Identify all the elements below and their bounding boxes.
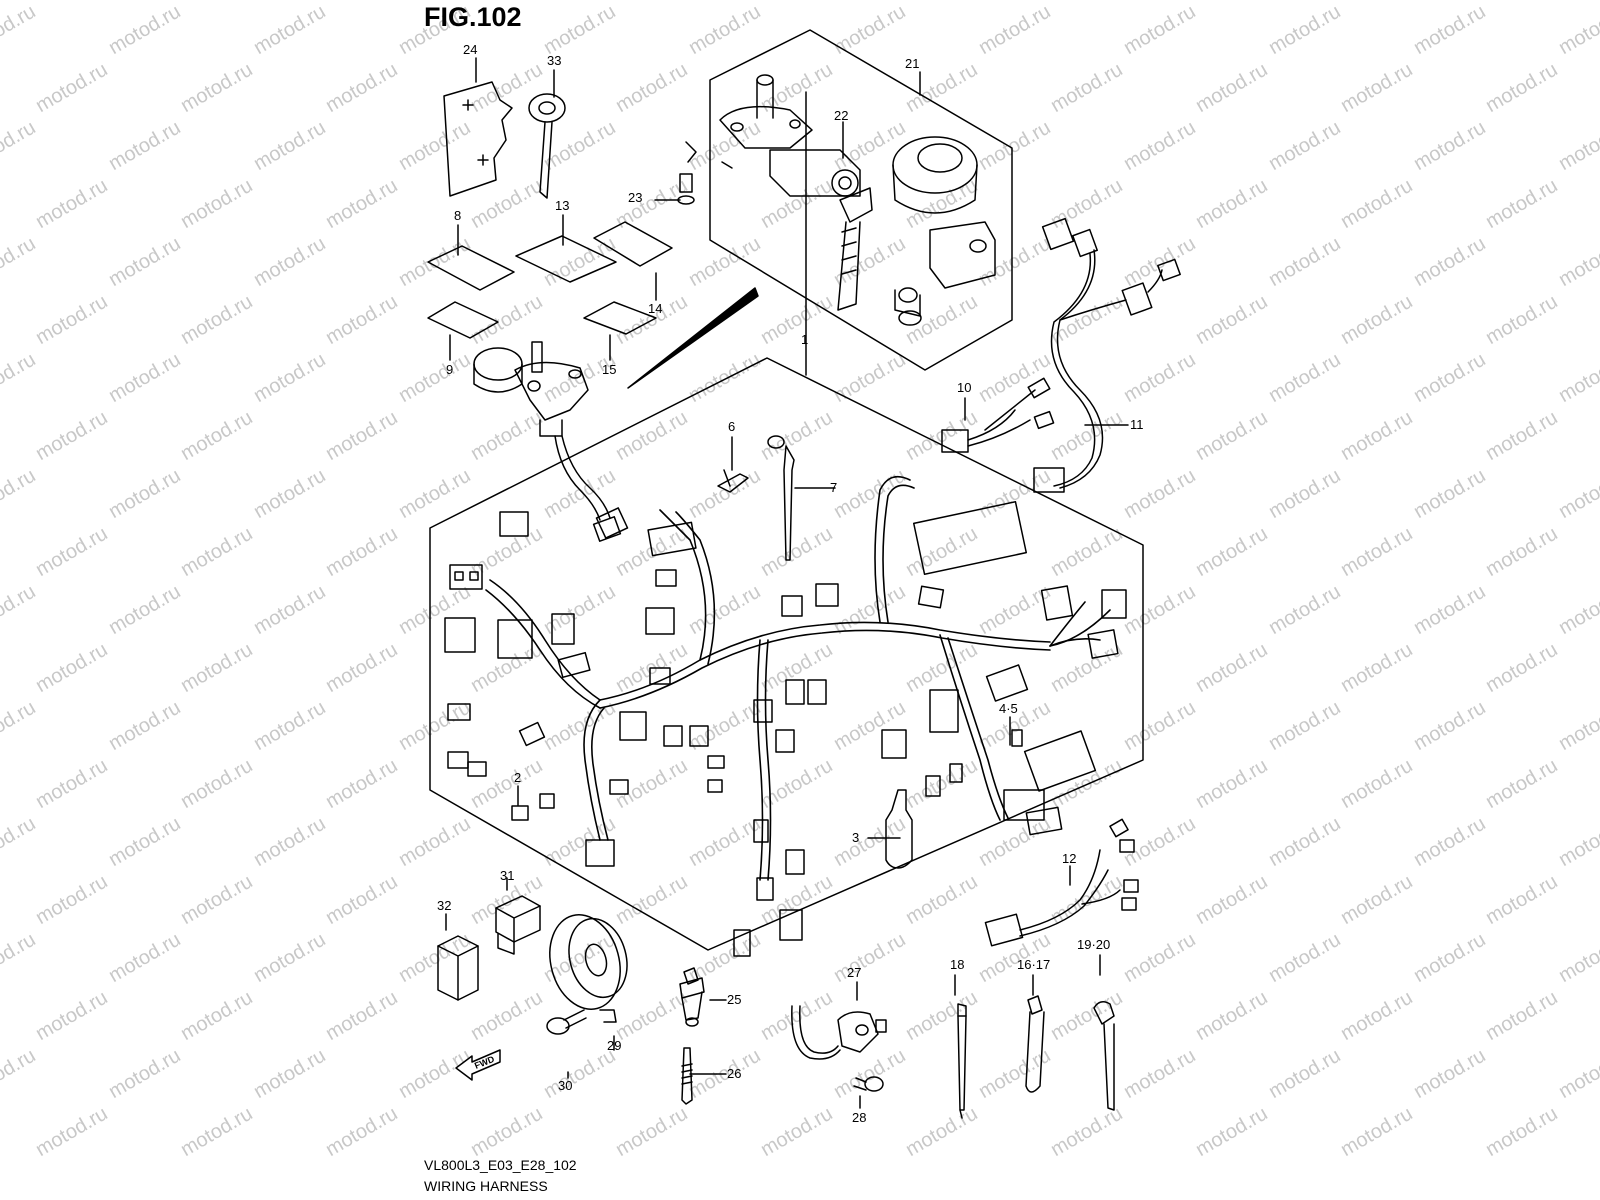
figure-name: WIRING HARNESS bbox=[424, 1178, 548, 1194]
bolt-30 bbox=[546, 1009, 587, 1035]
small-lock-shape bbox=[898, 287, 918, 303]
callout-6: 6 bbox=[728, 419, 736, 434]
callout-24: 24 bbox=[463, 42, 478, 57]
callout-21: 21 bbox=[905, 56, 920, 71]
sensor-27 bbox=[791, 1005, 887, 1060]
key-33-head bbox=[528, 93, 566, 123]
callout-27: 27 bbox=[847, 965, 862, 980]
harness-trunk bbox=[485, 475, 1111, 881]
tie-18 bbox=[957, 1003, 967, 1119]
callout-8: 8 bbox=[454, 208, 462, 223]
seat-lock-shape bbox=[929, 221, 996, 289]
plate-8 bbox=[427, 245, 515, 291]
plate-13 bbox=[515, 235, 617, 283]
subharness-12 bbox=[984, 818, 1139, 947]
pointer-wedge bbox=[627, 287, 759, 389]
relay-32 bbox=[437, 935, 479, 1001]
callout-22: 22 bbox=[834, 108, 849, 123]
plate-15 bbox=[583, 301, 657, 335]
keyset-box-outline bbox=[709, 29, 1013, 371]
callout-28: 28 bbox=[852, 1110, 867, 1125]
callout-10: 10 bbox=[957, 380, 972, 395]
callout-16-17: 16·17 bbox=[1017, 957, 1051, 972]
ignition-switch-shape bbox=[473, 341, 629, 539]
plate-9 bbox=[427, 301, 499, 339]
figure-title: FIG.102 bbox=[424, 2, 522, 32]
horn-29 bbox=[549, 914, 628, 1023]
callout-11: 11 bbox=[1130, 417, 1144, 432]
clamp-19-20 bbox=[1093, 1001, 1115, 1111]
callout-2: 2 bbox=[514, 770, 522, 785]
callout-33: 33 bbox=[547, 53, 562, 68]
callout-19-20: 19·20 bbox=[1077, 937, 1111, 952]
tie-7 bbox=[783, 445, 795, 561]
callout-12: 12 bbox=[1062, 851, 1077, 866]
callout-23: 23 bbox=[628, 190, 643, 205]
subharness-10 bbox=[941, 377, 1055, 453]
bolt-28 bbox=[853, 1076, 884, 1092]
figure-code: VL800L3_E03_E28_102 bbox=[424, 1157, 577, 1173]
callout-26: 26 bbox=[727, 1066, 742, 1081]
harness-connectors bbox=[444, 501, 1127, 957]
clip-6 bbox=[717, 473, 749, 493]
callout-4-5: 4·5 bbox=[999, 701, 1018, 716]
gasket-24-shape bbox=[443, 81, 513, 197]
sensor-3 bbox=[885, 789, 913, 869]
callout-32: 32 bbox=[437, 898, 452, 913]
callout-7: 7 bbox=[830, 480, 838, 495]
callout-9: 9 bbox=[446, 362, 454, 377]
callout-30: 30 bbox=[558, 1078, 573, 1093]
callout-18: 18 bbox=[950, 957, 965, 972]
plate-14 bbox=[593, 221, 673, 267]
callout-13: 13 bbox=[555, 198, 570, 213]
harness-box-outline bbox=[429, 357, 1144, 951]
lock-22-shape bbox=[719, 74, 861, 197]
callout-3: 3 bbox=[852, 830, 860, 845]
pin-26 bbox=[681, 1047, 693, 1105]
callout-25: 25 bbox=[727, 992, 742, 1007]
cap-shape bbox=[892, 136, 978, 194]
callout-31: 31 bbox=[500, 868, 515, 883]
screw-23-shape bbox=[679, 173, 693, 193]
subharness-11 bbox=[1033, 217, 1181, 493]
switch-25 bbox=[679, 967, 705, 1027]
relay-31 bbox=[495, 895, 541, 955]
fwd-arrow bbox=[455, 1049, 501, 1081]
callout-29: 29 bbox=[607, 1038, 622, 1053]
callout-14: 14 bbox=[648, 301, 663, 316]
callout-15: 15 bbox=[602, 362, 617, 377]
band-16-17 bbox=[1025, 995, 1045, 1093]
callout-1: 1 bbox=[801, 332, 809, 347]
